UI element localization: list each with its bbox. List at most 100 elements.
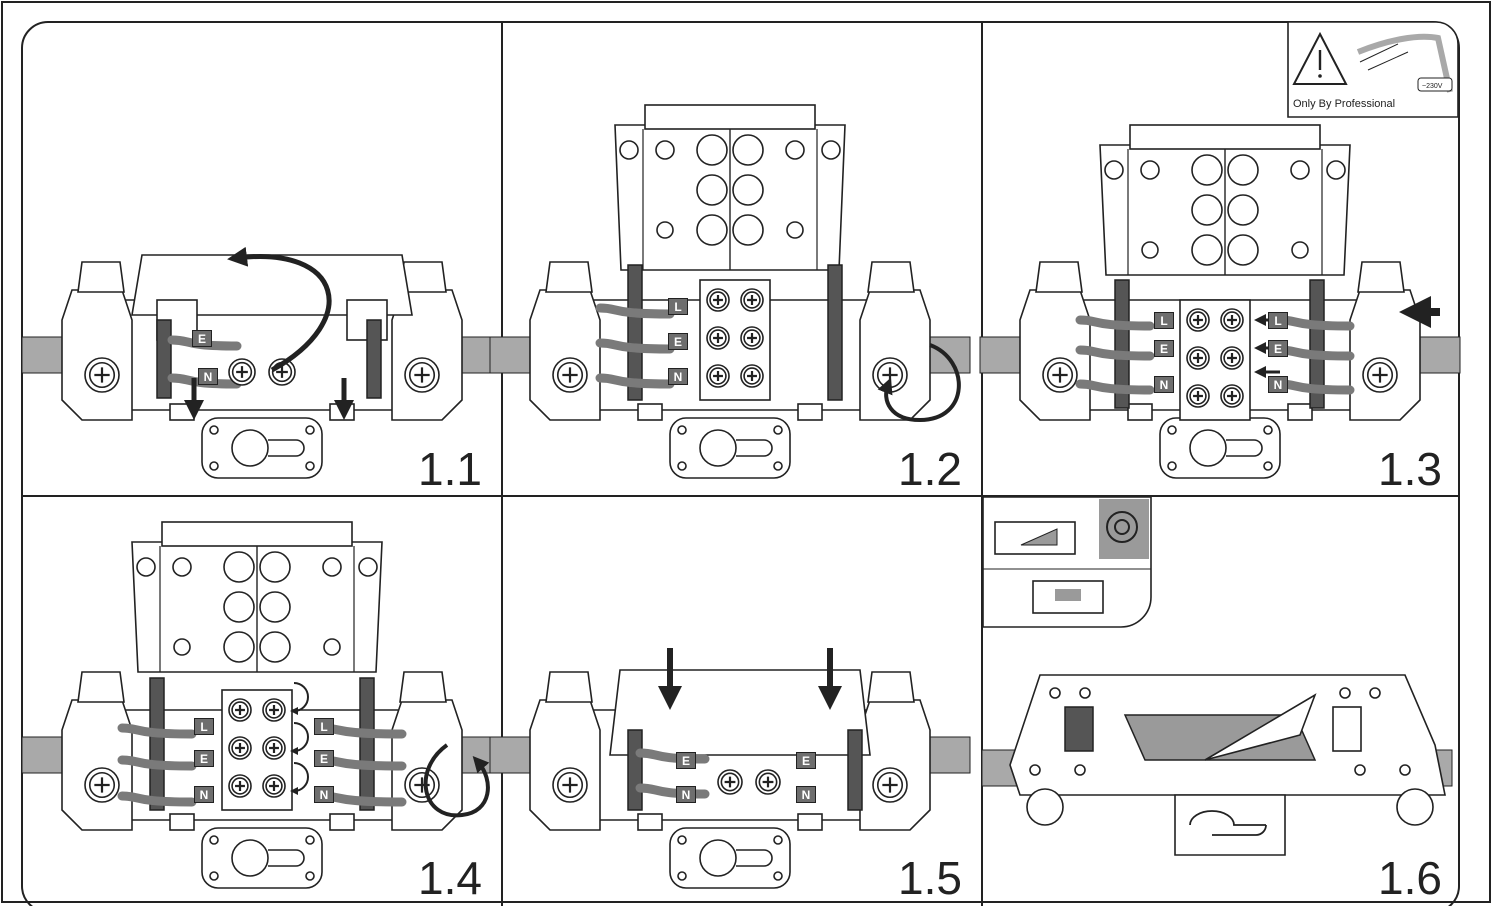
lid-hinge [1129,124,1321,150]
clip [1287,403,1313,421]
seal-gasket [1309,279,1325,409]
seal-gasket [359,677,375,811]
terminal-screw [1186,346,1210,370]
left-clamp-screw [552,357,588,393]
mount-tab [669,417,791,479]
lid-knockout [1191,234,1223,266]
left-clamp-top [1035,261,1083,293]
warning-frame [1287,21,1459,118]
rotate-screw-arrow [423,743,490,818]
terminal-label-l: L [1154,312,1174,329]
terminal-label-e: E [796,752,816,769]
right-clamp [859,699,931,831]
right-clamp-screw [872,767,908,803]
left-clamp [529,699,601,831]
mount-tab [201,827,323,889]
lid-knockout [172,557,192,577]
keyhole [699,839,773,877]
screw-cross [269,705,279,715]
terminal-label-n: N [668,368,688,385]
terminal-label-e: E [192,330,212,347]
mount-tab [669,827,791,889]
lid-knockout [619,140,639,160]
terminal-label-n: N [314,786,334,803]
terminal-screw [740,326,764,350]
tab-hole [209,461,219,471]
terminal-screw [1220,346,1244,370]
tab-hole [773,425,783,435]
left-clamp-top [545,671,593,703]
wire [595,373,675,389]
tab-hole [305,871,315,881]
terminal-screw [717,769,743,795]
keyhole [231,429,305,467]
terminal-screw [740,364,764,388]
terminal-label-e: E [194,750,214,767]
terminal-label-l: L [1268,312,1288,329]
terminal-screw [706,364,730,388]
tape-roll [1106,511,1138,543]
plate-hole [1369,687,1381,699]
wire [595,303,675,319]
tighten-arrow [290,722,309,755]
tape-peel [1204,693,1317,761]
tab-hole [305,835,315,845]
lid-knockout [259,631,291,663]
tab-hole [677,835,687,845]
terminal-label-e: E [668,333,688,350]
right-clamp-top [867,671,915,703]
screw-cross [713,295,723,305]
right-clamp-screw [404,767,440,803]
lid-knockout [259,551,291,583]
terminal-label-e: E [676,752,696,769]
keyhole [1189,429,1263,467]
lid-knockout [821,140,841,160]
screw-cross [562,777,578,793]
terminal-screw [1186,384,1210,408]
keyhole [231,839,305,877]
terminal-label-n: N [796,786,816,803]
mount-tab [1174,794,1286,856]
screw-cross [235,743,245,753]
tighten-arrow [290,762,309,795]
left-clamp-screw [1042,357,1078,393]
warning-box [1287,21,1459,118]
lid-knockout [696,134,728,166]
seal-gasket [847,729,863,811]
voltage-tag [1417,77,1453,92]
terminal-screw [706,326,730,350]
tab-hole [1167,461,1177,471]
tape-roll-core [1114,519,1130,535]
left-clamp [1019,289,1091,421]
tab-hole [305,425,315,435]
lid-hinge [161,521,353,547]
lid-knockout [173,638,191,656]
wire [167,373,242,389]
lid-knockout [1290,160,1310,180]
foot-clamp [1026,788,1064,826]
terminal-label-n: N [194,786,214,803]
tab-hole [677,461,687,471]
tab-hole [209,871,219,881]
right-clamp-top [1357,261,1405,293]
seal-gasket [366,319,382,399]
right-clamp-screw [1362,357,1398,393]
keyhole [1189,810,1267,836]
lid-knockout [1140,160,1160,180]
clip [637,813,663,831]
tab-hole [209,425,219,435]
lid-knockout [322,557,342,577]
wire [167,335,242,351]
step-number-1-5: 1.5 [898,852,962,904]
terminal-label-n: N [198,368,218,385]
lid-knockout [259,591,291,623]
panel-step-1-6 [981,674,1453,856]
rotate-open-arrow [227,246,332,373]
lid-knockout [323,638,341,656]
screw-cross [94,777,110,793]
lid-knockout [1104,160,1124,180]
seal-gasket [627,264,643,401]
clip [169,813,195,831]
